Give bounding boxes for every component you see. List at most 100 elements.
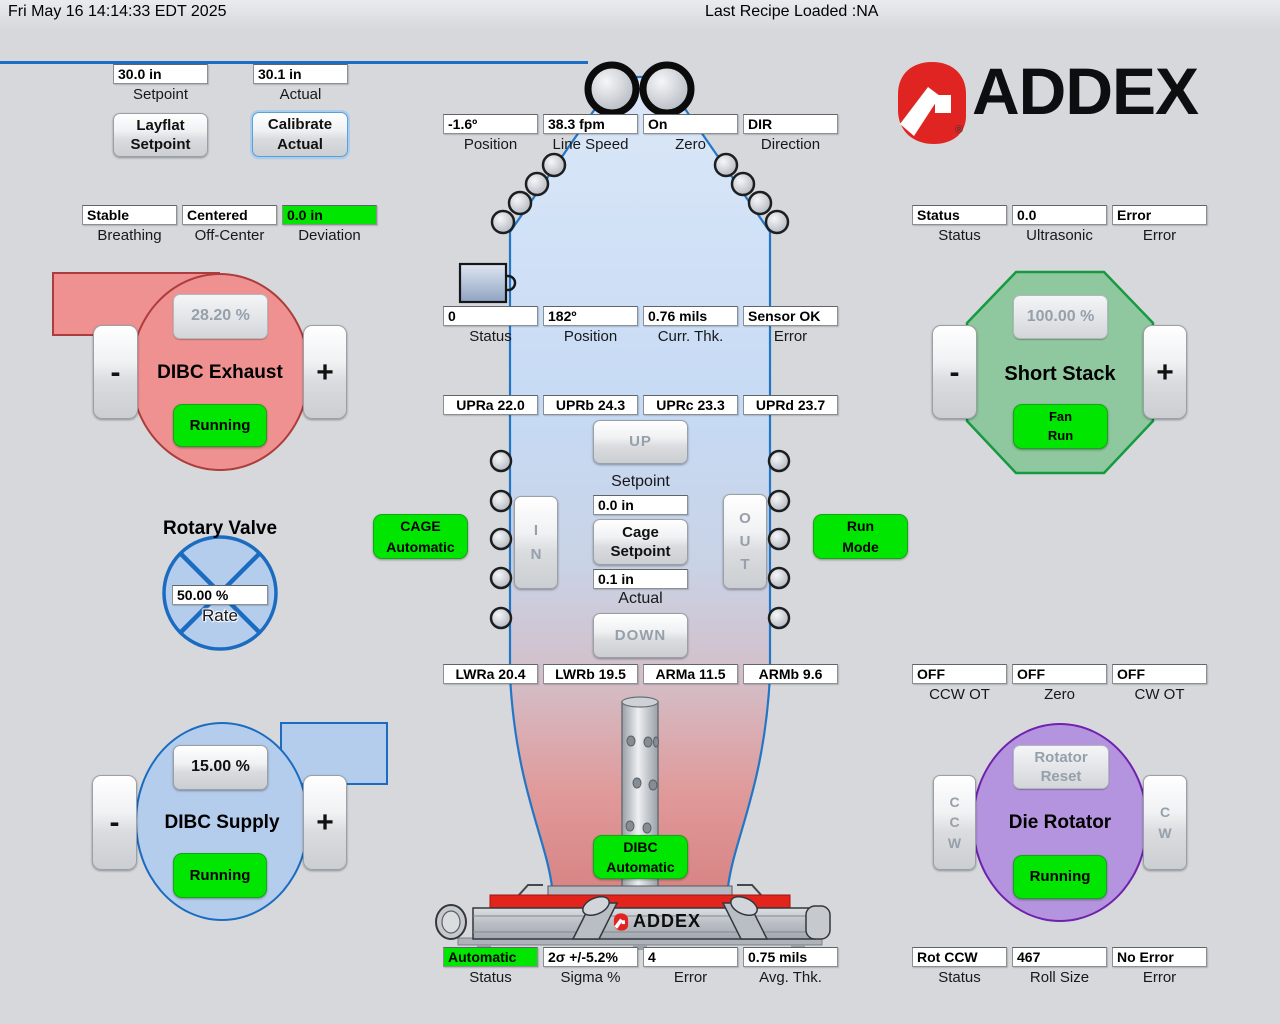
dibc-supply-percent-display[interactable]: 15.00 % <box>173 745 268 790</box>
registered-mark: ® <box>955 124 964 136</box>
cw-ot-field: OFF <box>1112 664 1207 684</box>
sigma-field: 2σ +/-5.2% <box>543 947 638 967</box>
short-stack-plus-button[interactable]: + <box>1143 325 1187 419</box>
armb-field: ARMb 9.6 <box>743 664 838 684</box>
die-rotator-status-button[interactable]: Running <box>1013 855 1107 899</box>
rotator-error-field: No Error <box>1112 947 1207 967</box>
cage-down-button[interactable]: DOWN <box>593 613 688 658</box>
last-recipe-text: Last Recipe Loaded :NA <box>705 3 879 20</box>
layflat-actual-label: Actual <box>279 86 322 103</box>
curr-thk-label: Curr. Thk. <box>657 328 724 345</box>
thickness-position-label: Position <box>563 328 618 345</box>
layflat-actual-field: 30.1 in <box>253 64 348 84</box>
rotator-status-field: Rot CCW <box>912 947 1007 967</box>
dibc-automatic-button[interactable]: DIBC Automatic <box>593 835 688 879</box>
thickness-status-label: Status <box>469 328 512 345</box>
rotator-ccw-button[interactable]: C C W <box>933 775 976 870</box>
short-stack-minus-button[interactable]: - <box>932 325 977 419</box>
short-stack-fan-button[interactable]: Fan Run <box>1013 404 1108 449</box>
dibc-supply-plus-button[interactable]: + <box>303 775 347 870</box>
dibc-exhaust-title: DIBC Exhaust <box>157 362 283 383</box>
layflat-setpoint-field[interactable]: 30.0 in <box>113 64 208 84</box>
die-assembly <box>435 884 831 950</box>
ultrasonic-status-field: Status <box>912 205 1007 225</box>
ccw-ot-label: CCW OT <box>929 686 990 703</box>
ultrasonic-status-label: Status <box>938 227 981 244</box>
ultrasonic-value-label: Ultrasonic <box>1026 227 1093 244</box>
thickness-error-field: Sensor OK <box>743 306 838 326</box>
gauge-error-label: Error <box>673 969 708 986</box>
cage-actual-label: Actual <box>618 590 663 607</box>
off-center-label: Off-Center <box>194 227 265 244</box>
zero-field: On <box>643 114 738 134</box>
ultrasonic-error-field: Error <box>1112 205 1207 225</box>
arma-field: ARMa 11.5 <box>643 664 738 684</box>
dibc-exhaust-status-button[interactable]: Running <box>173 404 267 447</box>
breathing-field: Stable <box>82 205 177 225</box>
addex-logo-icon <box>898 62 966 144</box>
die-brand-label: ADDEX <box>613 911 701 932</box>
layflat-setpoint-label: Setpoint <box>132 86 189 103</box>
dibc-supply-status-button[interactable]: Running <box>173 853 267 898</box>
addex-logo: ® ADDEX <box>895 56 1230 146</box>
dibc-supply-minus-button[interactable]: - <box>92 775 137 870</box>
rotator-cw-button[interactable]: C W <box>1143 775 1187 870</box>
avg-thk-field: 0.75 mils <box>743 947 838 967</box>
roll-size-label: Roll Size <box>1029 969 1090 986</box>
cage-out-button[interactable]: O U T <box>723 494 767 589</box>
collapsing-frame-rollers <box>490 152 790 235</box>
thickness-error-label: Error <box>773 328 808 345</box>
rotator-error-label: Error <box>1142 969 1177 986</box>
run-mode-button[interactable]: Run Mode <box>813 514 908 559</box>
uprc-field: UPRc 23.3 <box>643 395 738 415</box>
upra-field: UPRa 22.0 <box>443 395 538 415</box>
gauge-status-field: Automatic <box>443 947 538 967</box>
die-brand-text: ADDEX <box>633 911 702 931</box>
dibc-exhaust-minus-button[interactable]: - <box>93 325 138 419</box>
lwrb-field: LWRb 19.5 <box>543 664 638 684</box>
off-center-field: Centered <box>182 205 277 225</box>
uprd-field: UPRd 23.7 <box>743 395 838 415</box>
deviation-field: 0.0 in <box>282 205 377 225</box>
ccw-ot-field: OFF <box>912 664 1007 684</box>
die-brand-icon <box>613 912 629 931</box>
short-stack-percent-display: 100.00 % <box>1013 295 1108 339</box>
gauge-status-label: Status <box>469 969 512 986</box>
cage-automatic-button[interactable]: CAGE Automatic <box>373 514 468 559</box>
ultrasonic-value-field: 0.0 <box>1012 205 1107 225</box>
cage-setpoint-button[interactable]: Cage Setpoint <box>593 519 688 565</box>
rotary-valve-rate-label: Rate <box>202 606 238 625</box>
cage-setpoint-field[interactable]: 0.0 in <box>593 495 688 515</box>
dibc-exhaust-plus-button[interactable]: + <box>303 325 347 419</box>
cage-up-button[interactable]: UP <box>593 420 688 464</box>
rotator-status-label: Status <box>938 969 981 986</box>
layflat-setpoint-button[interactable]: Layflat Setpoint <box>113 113 208 157</box>
sensor-box-icon <box>458 262 517 304</box>
calibrate-actual-button[interactable]: Calibrate Actual <box>252 112 348 157</box>
direction-field: DIR <box>743 114 838 134</box>
rotary-valve-title: Rotary Valve <box>162 518 278 539</box>
dibc-supply-title: DIBC Supply <box>164 812 280 833</box>
cage-actual-field: 0.1 in <box>593 569 688 589</box>
line-speed-label: Line Speed <box>552 136 629 153</box>
header-divider-line <box>0 61 588 64</box>
roll-size-field: 467 <box>1012 947 1107 967</box>
nip-position-field: -1.6º <box>443 114 538 134</box>
datetime-text: Fri May 16 14:14:33 EDT 2025 <box>8 3 227 20</box>
rotator-reset-button[interactable]: Rotator Reset <box>1013 745 1109 789</box>
brand-name: ADDEX <box>972 54 1199 128</box>
gauge-error-field: 4 <box>643 947 738 967</box>
zero-label: Zero <box>675 136 706 153</box>
thickness-status-field: 0 <box>443 306 538 326</box>
cage-rollers <box>489 449 791 630</box>
rotary-valve-rate-field[interactable]: 50.00 % <box>172 585 268 605</box>
rotator-zero-label: Zero <box>1044 686 1075 703</box>
lwra-field: LWRa 20.4 <box>443 664 538 684</box>
sigma-label: Sigma % <box>560 969 621 986</box>
rotator-zero-field: OFF <box>1012 664 1107 684</box>
cage-in-button[interactable]: I N <box>514 496 558 589</box>
die-rotator-title: Die Rotator <box>1008 812 1112 833</box>
line-speed-field: 38.3 fpm <box>543 114 638 134</box>
dibc-exhaust-percent-display: 28.20 % <box>173 294 268 339</box>
